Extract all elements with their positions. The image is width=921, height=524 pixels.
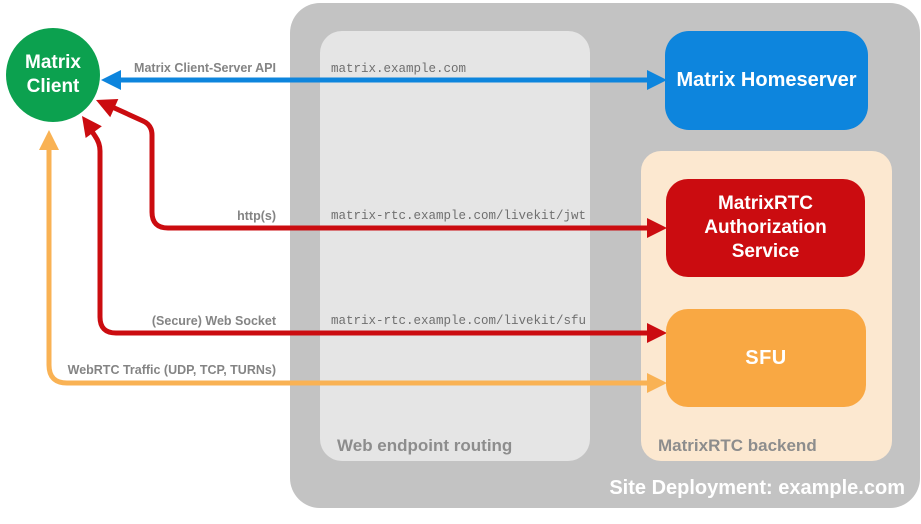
matrix-homeserver-label: Matrix Homeserver — [676, 69, 857, 91]
matrixrtc-auth-service-label: MatrixRTC Authorization Service — [704, 193, 827, 262]
matrixrtc-auth-service-node: MatrixRTC Authorization Service — [666, 179, 865, 277]
https-label: http(s) — [237, 209, 276, 223]
matrix-client-label-line1: Matrix — [25, 52, 81, 73]
web-endpoint-routing-box — [320, 31, 590, 461]
sfu-label: SFU — [745, 346, 787, 369]
matrix-homeserver-node: Matrix Homeserver — [665, 31, 868, 130]
web-endpoint-routing-caption: Web endpoint routing — [337, 436, 513, 455]
client-server-api-label: Matrix Client-Server API — [134, 61, 276, 75]
matrix-client-label-line2: Client — [26, 76, 80, 97]
webrtc-traffic-label: WebRTC Traffic (UDP, TCP, TURNs) — [67, 363, 276, 377]
site-deployment-caption: Site Deployment: example.com — [609, 477, 905, 499]
matrix-client-node: Matrix Client — [6, 28, 100, 122]
secure-websocket-label: (Secure) Web Socket — [151, 314, 276, 328]
endpoint-livekit-sfu: matrix-rtc.example.com/livekit/sfu — [331, 314, 587, 328]
endpoint-matrix-domain: matrix.example.com — [331, 62, 467, 76]
matrixrtc-backend-caption: MatrixRTC backend — [658, 436, 817, 455]
endpoint-livekit-jwt: matrix-rtc.example.com/livekit/jwt — [331, 209, 587, 223]
sfu-node: SFU — [666, 309, 866, 407]
